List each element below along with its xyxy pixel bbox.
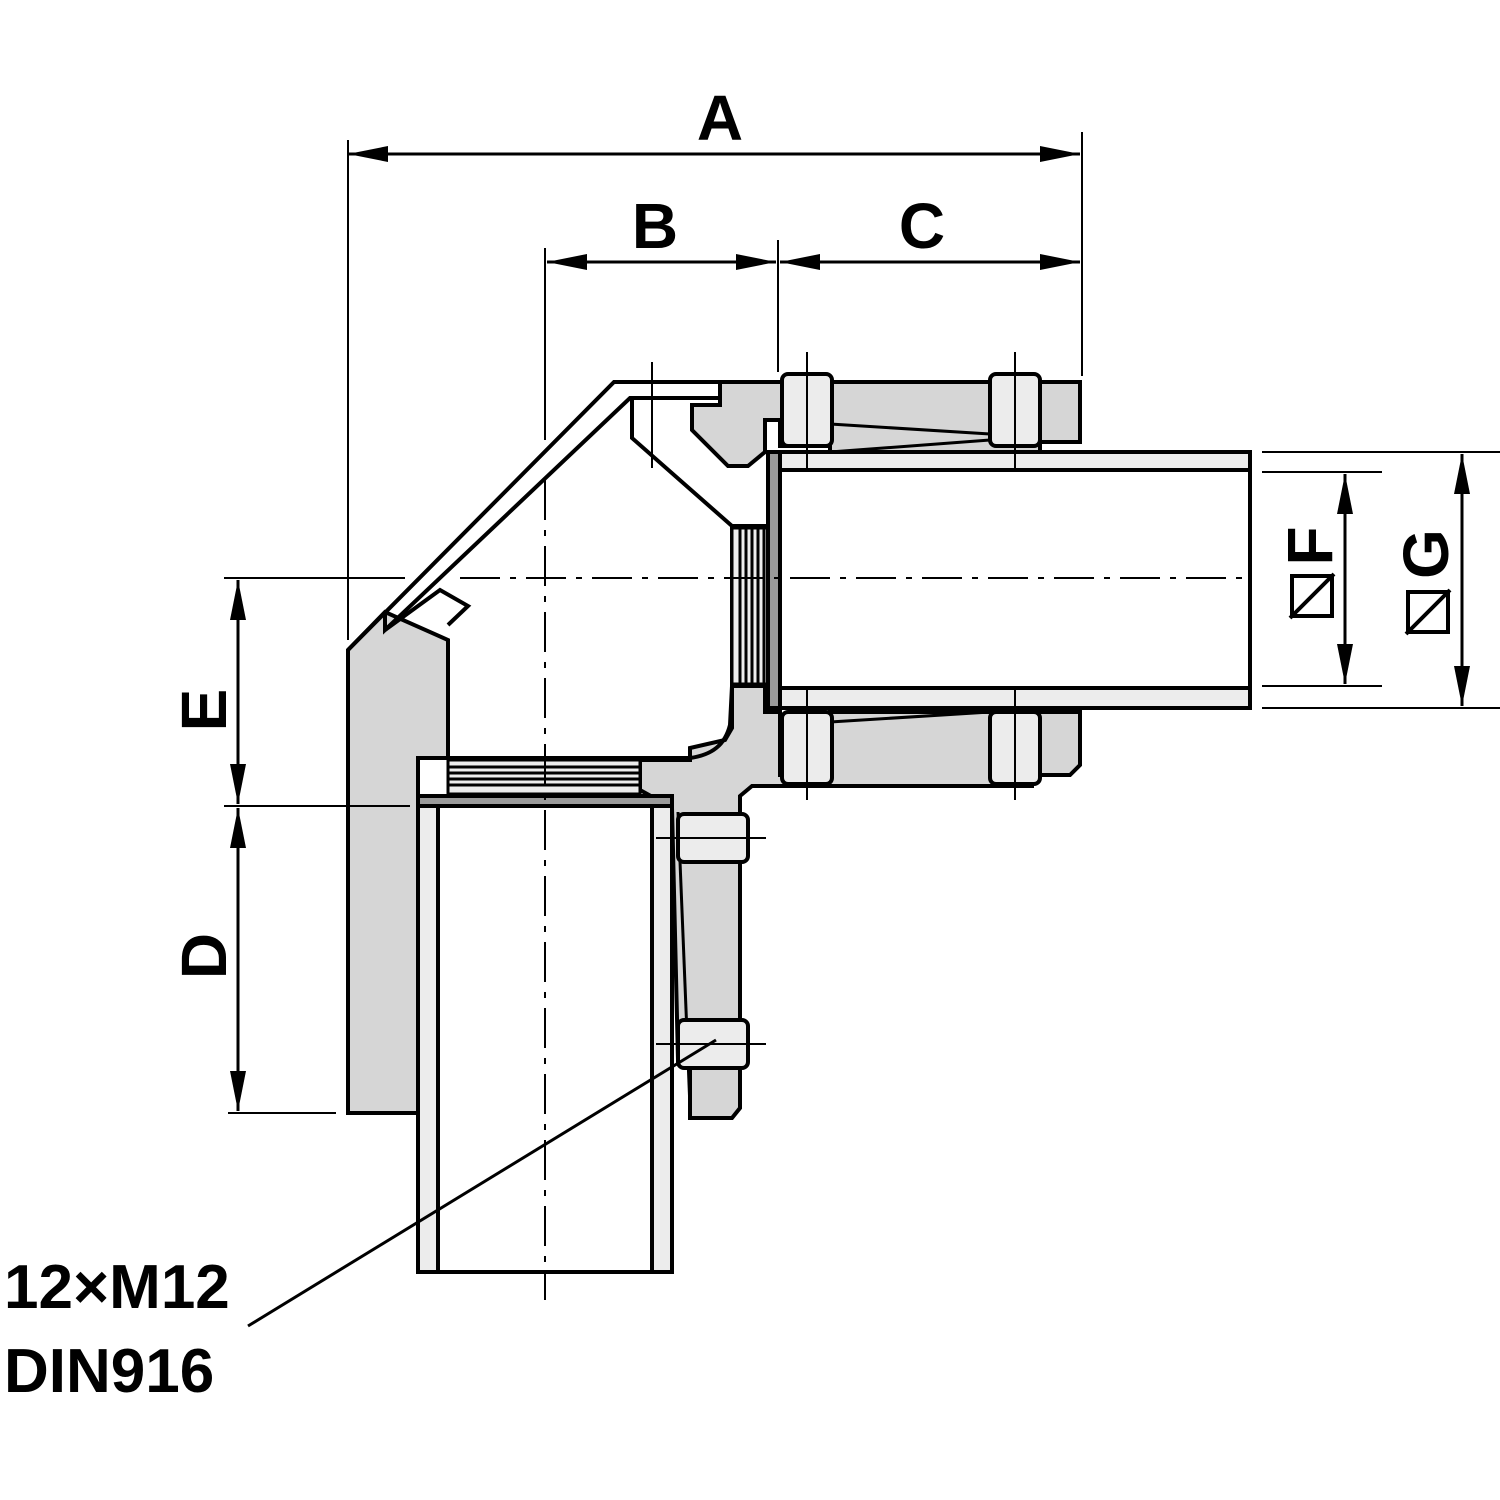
thread-hatch-right <box>730 526 770 686</box>
centerlines <box>460 480 1250 1300</box>
diameter-icon <box>1288 572 1336 620</box>
diameter-icon <box>1404 588 1452 636</box>
dim-label-F: F <box>1274 526 1346 565</box>
dim-label-C: C <box>899 190 945 262</box>
note-screw-spec: 12×M12 <box>4 1253 230 1322</box>
extension-lines <box>224 132 1500 1114</box>
dim-label-G: G <box>1390 529 1462 579</box>
dim-label-E: E <box>168 689 240 732</box>
dimension-lines <box>230 146 1470 1111</box>
dim-label-B: B <box>632 190 678 262</box>
note-leader-line <box>247 1038 717 1328</box>
right-pipe <box>766 450 1252 710</box>
dim-label-A: A <box>697 82 743 154</box>
dim-label-D: D <box>168 933 240 979</box>
note-standard: DIN916 <box>4 1337 214 1406</box>
